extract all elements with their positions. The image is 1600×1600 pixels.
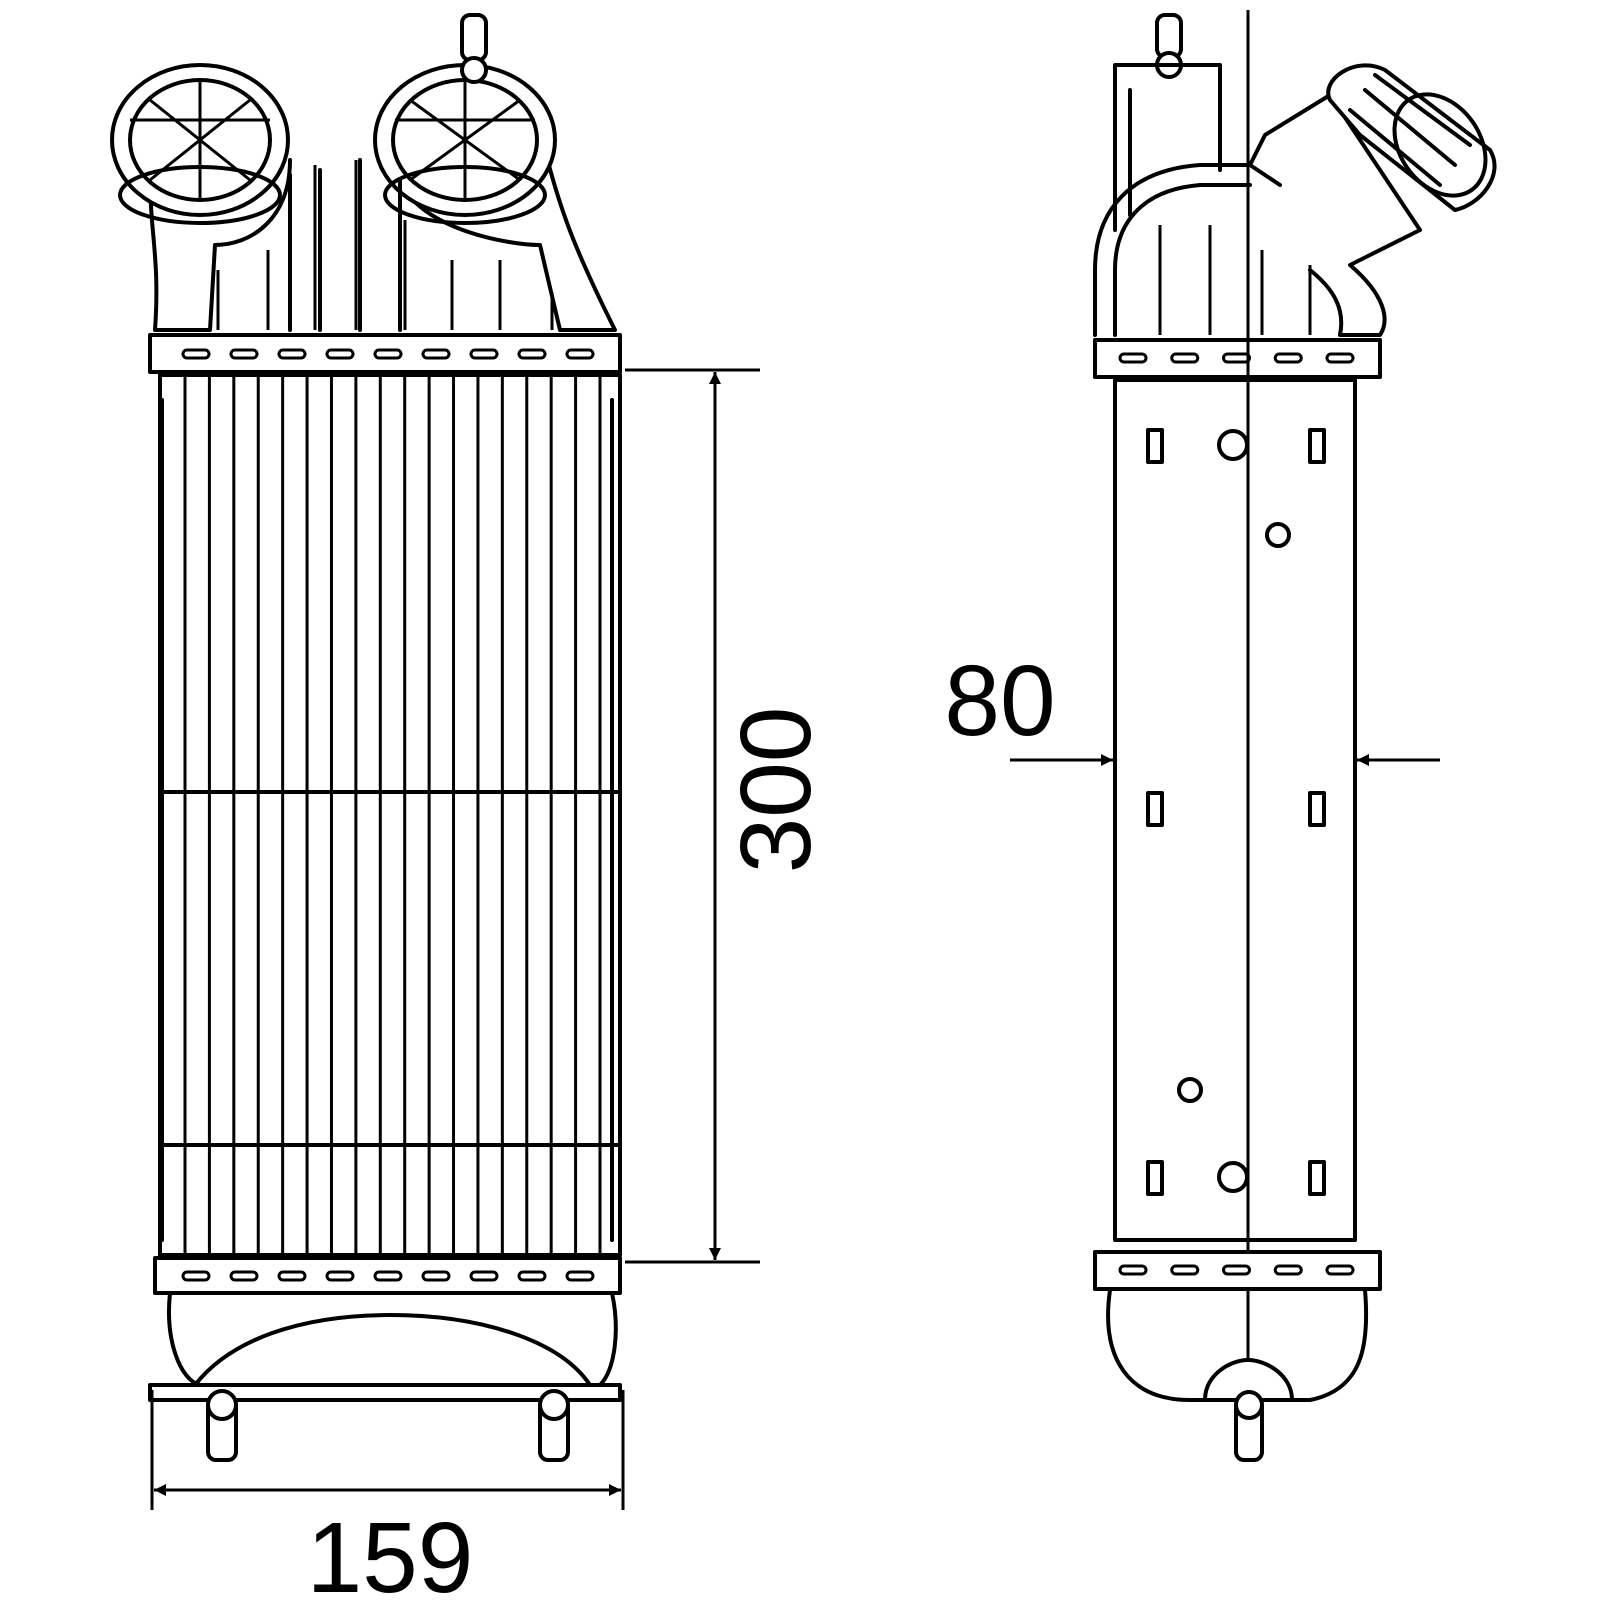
side-lower-tank [1106, 1288, 1369, 1402]
header-slot [469, 1270, 499, 1282]
lower-base-plate [148, 1383, 622, 1402]
header-slot [373, 1270, 403, 1282]
upper-header-slots [181, 348, 595, 360]
side-hole-lower [1217, 1161, 1249, 1193]
side-upper-header-plate [1093, 338, 1382, 379]
side-screw-lower [1177, 1077, 1203, 1103]
header-slot [325, 348, 355, 360]
header-slot [1273, 352, 1303, 364]
side-slot [1308, 791, 1326, 827]
header-slot [1325, 352, 1355, 364]
side-plates [160, 398, 614, 1242]
header-slot [1222, 1264, 1251, 1276]
header-slot [517, 348, 547, 360]
side-slot [1146, 791, 1164, 827]
header-slot [517, 1270, 547, 1282]
side-drain-pin [1203, 1358, 1294, 1462]
lower-tank-edge [193, 1313, 592, 1387]
side-slot [1308, 1160, 1326, 1196]
header-slot [565, 1270, 595, 1282]
side-core-plate [1113, 378, 1357, 1242]
side-slot [1146, 428, 1164, 464]
side-plate-features [1146, 428, 1326, 1196]
upper-header-plate [148, 333, 622, 374]
side-view [1093, 10, 1497, 1462]
side-lower-header-slots [1118, 1264, 1355, 1276]
header-slot [1170, 1264, 1200, 1276]
height-dimension: 300 [625, 368, 832, 1264]
header-slot [421, 1270, 451, 1282]
side-screw-upper [1265, 522, 1291, 548]
header-slot [1118, 352, 1148, 364]
left-inlet-pipe [110, 63, 292, 332]
front-mount-pin-left [206, 1389, 238, 1462]
width-value: 159 [307, 1502, 474, 1600]
side-sensor [1113, 13, 1222, 232]
header-slot [181, 1270, 211, 1282]
width-dimension: 159 [150, 1390, 625, 1600]
header-slot [1118, 1264, 1148, 1276]
upper-tank-walls [288, 158, 402, 332]
upper-tank-ribs [216, 160, 554, 330]
header-slot [229, 1270, 259, 1282]
side-outlet-pipe [1248, 63, 1497, 337]
lower-header-plate [153, 1256, 622, 1295]
side-slot [1146, 1160, 1164, 1196]
header-slot [421, 348, 451, 360]
lower-header-slots [181, 1270, 595, 1282]
side-upper-tank-inner [1113, 183, 1252, 337]
header-slot [325, 1270, 355, 1282]
header-slot [565, 348, 595, 360]
header-slot [181, 348, 211, 360]
front-mount-pin-right [538, 1389, 570, 1462]
depth-value: 80 [944, 645, 1055, 757]
front-view [110, 13, 622, 1462]
side-lower-header-plate [1093, 1250, 1382, 1291]
side-slot [1308, 428, 1326, 464]
right-outlet-pipe [373, 13, 617, 332]
core-tubes [183, 375, 602, 1255]
header-slot [1273, 1264, 1303, 1276]
header-slot [1170, 352, 1200, 364]
side-tank-ribs [1158, 225, 1312, 335]
side-upper-header-slots [1118, 352, 1355, 364]
side-upper-tank [1093, 163, 1282, 337]
side-hole-upper [1217, 429, 1249, 461]
header-slot [229, 348, 259, 360]
header-slot [1325, 1264, 1355, 1276]
header-slot [469, 348, 499, 360]
header-slot [277, 1270, 307, 1282]
header-slot [277, 348, 307, 360]
depth-dimension: 80 [944, 645, 1440, 766]
height-value: 300 [720, 707, 832, 874]
lower-tank [167, 1291, 618, 1387]
header-slot [373, 348, 403, 360]
